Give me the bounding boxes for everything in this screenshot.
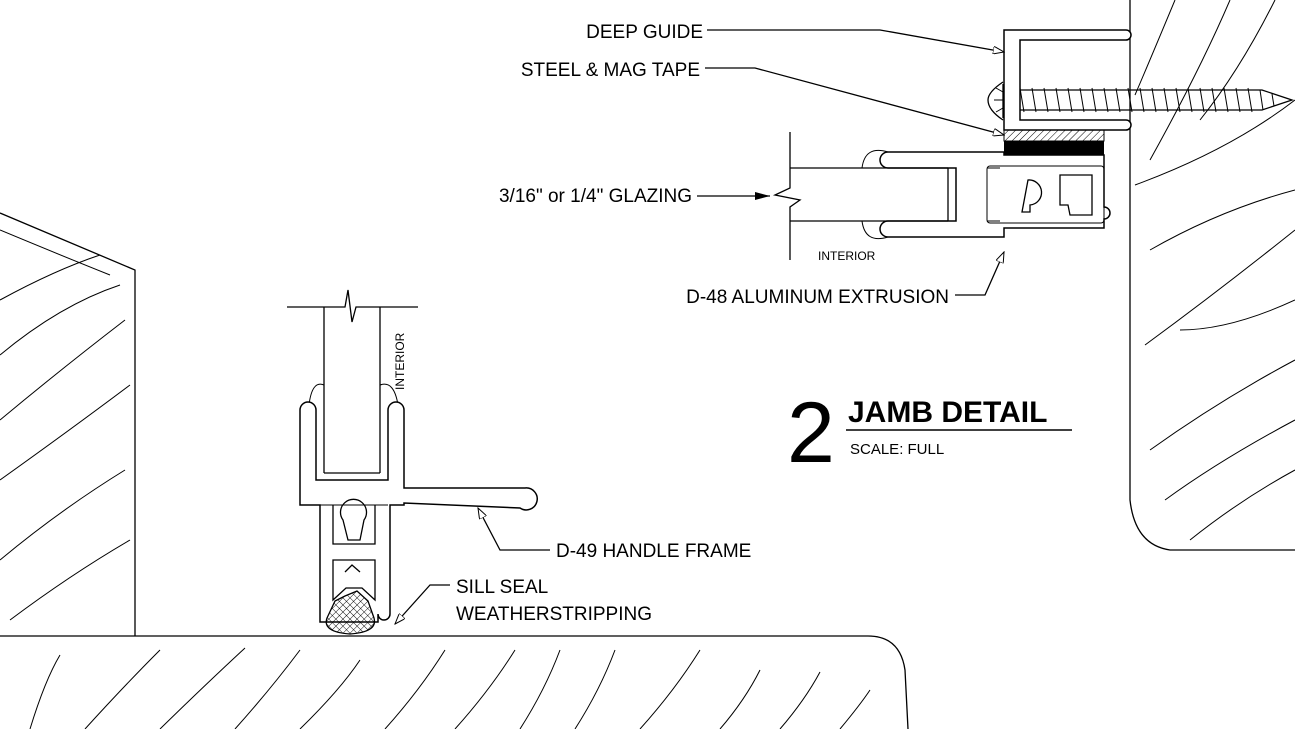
- mag-tape: [1004, 141, 1104, 155]
- label-glazing: 3/16" or 1/4" GLAZING: [499, 186, 692, 207]
- label-deep-guide: DEEP GUIDE: [586, 22, 703, 43]
- label-d48: D-48 ALUMINUM EXTRUSION: [686, 287, 949, 308]
- right-wood-jamb: [1129, 0, 1295, 551]
- label-interior-top: INTERIOR: [818, 249, 876, 263]
- lower-glass: [287, 289, 418, 474]
- title-block: 2 JAMB DETAIL SCALE: FULL: [787, 385, 1072, 481]
- steel-tape: [1003, 129, 1105, 142]
- screw: [987, 81, 1295, 121]
- sill-seal: [325, 590, 376, 635]
- label-steel-mag-tape: STEEL & MAG TAPE: [521, 60, 700, 81]
- d49-handle-frame: [299, 401, 538, 623]
- detail-number: 2: [787, 385, 835, 481]
- label-interior-vertical: INTERIOR: [393, 332, 407, 390]
- upper-glass: [772, 132, 949, 260]
- label-sill-seal-line2: WEATHERSTRIPPING: [456, 604, 652, 625]
- label-sill-seal-line1: SILL SEAL: [456, 577, 548, 598]
- detail-scale: SCALE: FULL: [850, 441, 944, 458]
- detail-title: JAMB DETAIL: [848, 396, 1047, 429]
- deep-guide-channel: [1003, 29, 1132, 131]
- d48-extrusion: [879, 151, 1111, 238]
- label-d49: D-49 HANDLE FRAME: [556, 541, 751, 562]
- sill-wood: [0, 635, 909, 729]
- leaders: [395, 29, 1004, 624]
- left-wood-block: [0, 212, 136, 636]
